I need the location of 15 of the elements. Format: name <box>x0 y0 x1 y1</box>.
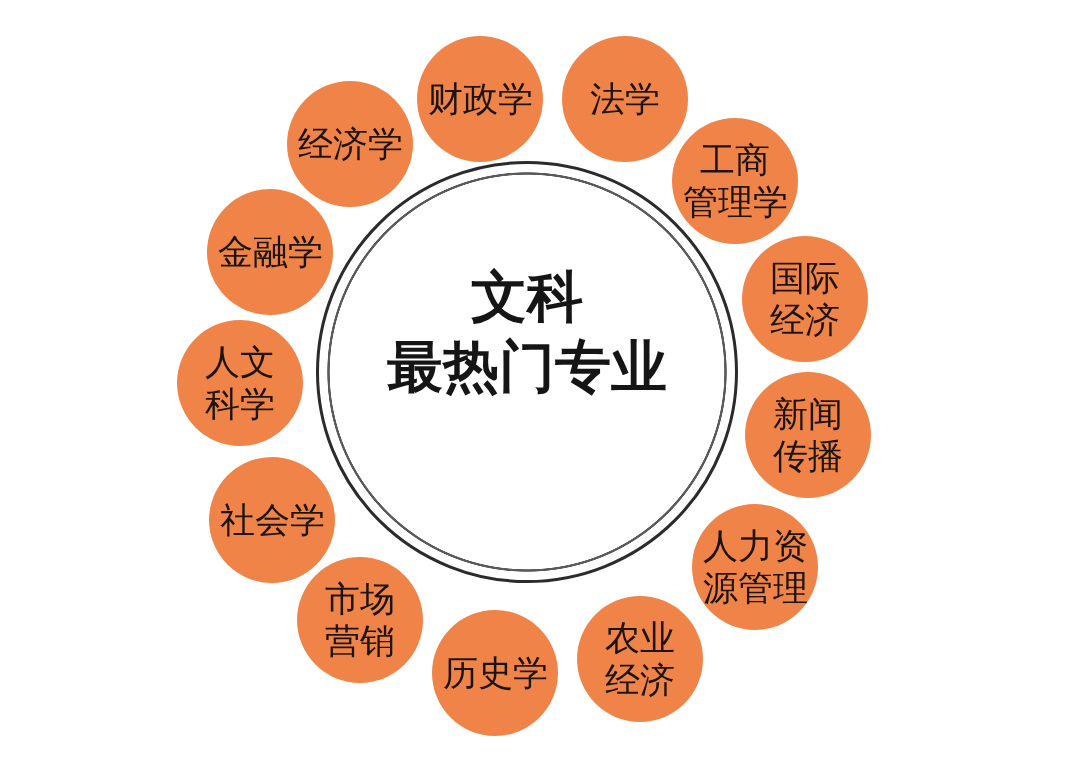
topic-label: 工商管理学 <box>682 139 788 223</box>
topic-label: 财政学 <box>427 78 533 120</box>
topic-label: 人文科学 <box>205 341 275 425</box>
topic-label: 金融学 <box>217 231 323 273</box>
topic-label: 法学 <box>590 78 660 120</box>
topic-label: 农业经济 <box>605 617 675 701</box>
subheading-text: 最热门专业 <box>387 335 667 399</box>
topic-label: 人力资源管理 <box>702 525 808 609</box>
topic-label: 新闻传播 <box>773 393 843 477</box>
topic-label: 经济学 <box>297 123 403 165</box>
topic-label: 市场营销 <box>325 578 395 662</box>
topic-label: 社会学 <box>219 499 325 541</box>
heading-text: 文科 <box>471 265 583 329</box>
topic-label: 历史学 <box>442 652 548 694</box>
topic-label: 国际经济 <box>770 257 840 341</box>
